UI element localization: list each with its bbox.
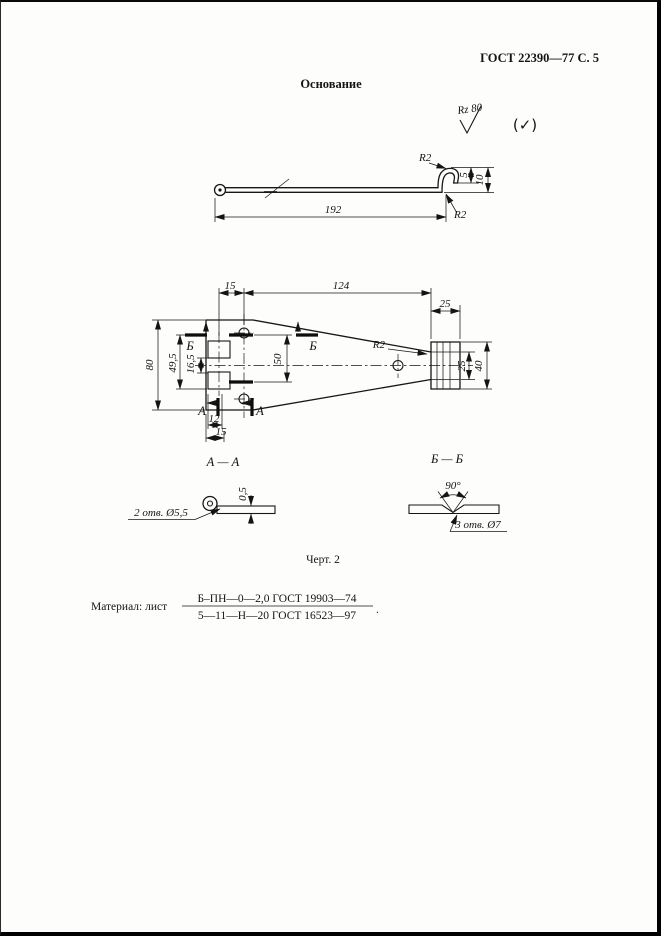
taper-mark (264, 178, 290, 199)
plan-view: Б Б А А 15 124 25 80 49,5 16,5 (144, 280, 492, 442)
material-label: Материал: лист (91, 601, 167, 613)
section-aa: А — А 0,5 2 отв. Ø5,5 (128, 455, 276, 524)
dim-90deg: 90° (445, 480, 461, 492)
dim-16-5: 16,5 (185, 354, 197, 374)
curl-center (218, 188, 222, 192)
material-period: . (376, 604, 379, 616)
section-bb-title: Б — Б (430, 452, 464, 466)
page-header: ГОСТ 22390—77 С. 5 (480, 51, 599, 65)
side-dim-5: 5 (458, 172, 470, 178)
dim-49-5: 49,5 (167, 353, 179, 373)
figure-caption: Черт. 2 (306, 554, 340, 566)
dim-25-right: 25 (456, 360, 468, 372)
bent-tab-upper (207, 340, 231, 359)
dim-124: 124 (333, 280, 350, 292)
section-letter-a-left: А (197, 404, 206, 418)
section-bb: Б — Б 90° 3 отв. Ø7 (408, 452, 507, 532)
material-denominator: 5—11—Н—20 ГОСТ 16523—97 (198, 610, 356, 622)
curl-loop (213, 183, 227, 197)
plate-section (216, 505, 276, 515)
section-bb-note: 3 отв. Ø7 (454, 519, 501, 531)
hook-inner (441, 172, 456, 193)
hole-top-left (238, 327, 250, 339)
dim-80: 80 (144, 359, 156, 371)
material-numerator: Б–ПН—0—2,0 ГОСТ 19903—74 (197, 593, 356, 605)
curl-section (202, 495, 218, 512)
plan-r2-label: R2 (372, 339, 386, 351)
side-r2-top-label: R2 (418, 152, 432, 164)
section-letter-b-right: Б (308, 339, 317, 353)
section-aa-title: А — А (206, 455, 240, 469)
dim-25-top: 25 (440, 298, 452, 310)
hook-outer (437, 167, 460, 189)
dim-15-top: 15 (225, 280, 237, 292)
surface-finish-block: Rz 80 (✓) (456, 102, 537, 135)
material-note: Материал: лист Б–ПН—0—2,0 ГОСТ 19903—74 … (91, 593, 379, 622)
dim-15-bottom: 15 (216, 426, 228, 438)
dim-0-5: 0,5 (237, 487, 249, 501)
roughness-check-icon (459, 105, 482, 135)
hole-right (392, 359, 404, 372)
side-dim-10: 10 (474, 174, 486, 186)
other-surfaces-mark: (✓) (513, 116, 537, 134)
section-aa-note: 2 отв. Ø5,5 (134, 507, 188, 519)
side-dim-192: 192 (325, 204, 342, 216)
roughness-label: Rz 80 (456, 102, 484, 118)
dim-40: 40 (473, 360, 485, 372)
dim-12: 12 (209, 413, 221, 425)
dim-50: 50 (272, 353, 284, 365)
side-r2-bottom-label: R2 (453, 209, 467, 221)
side-view: R2 5 10 192 R2 (213, 152, 494, 222)
countersunk-plate-section (408, 504, 500, 515)
page-title: Основание (300, 77, 362, 91)
section-letter-a-right: А (255, 404, 264, 418)
section-letter-b-left: Б (185, 339, 194, 353)
